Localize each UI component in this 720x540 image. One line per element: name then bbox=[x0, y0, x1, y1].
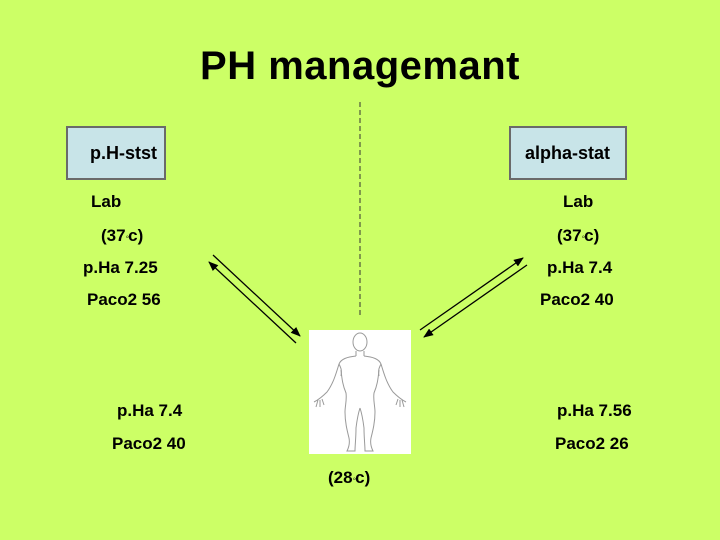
patient-right-paco2: Paco2 26 bbox=[555, 434, 629, 454]
right-temp-value: (37 bbox=[557, 226, 582, 245]
right-paco2: Paco2 40 bbox=[540, 290, 614, 310]
left-arrow-down bbox=[213, 255, 300, 336]
right-arrow-up bbox=[420, 258, 523, 330]
patient-temp-unit: c) bbox=[355, 468, 370, 487]
left-paco2: Paco2 56 bbox=[87, 290, 161, 310]
patient-left-pha: p.Ha 7.4 bbox=[117, 401, 182, 421]
patient-temp: (28◦c) bbox=[328, 468, 370, 488]
left-temp: (37◦c) bbox=[101, 226, 143, 246]
right-lab-label: Lab bbox=[563, 192, 593, 212]
patient-temp-value: (28 bbox=[328, 468, 353, 487]
left-pha: p.Ha 7.25 bbox=[83, 258, 158, 278]
alpha-stat-box: alpha-stat bbox=[509, 126, 627, 180]
left-temp-unit: c) bbox=[128, 226, 143, 245]
left-lab-label: Lab bbox=[91, 192, 121, 212]
patient-figure bbox=[309, 330, 411, 454]
right-temp: (37◦c) bbox=[557, 226, 599, 246]
patient-right-pha: p.Ha 7.56 bbox=[557, 401, 632, 421]
right-pha: p.Ha 7.4 bbox=[547, 258, 612, 278]
ph-stat-label: p.H-stst bbox=[90, 143, 157, 164]
human-body-outline-icon bbox=[309, 330, 411, 454]
right-arrow-down bbox=[424, 265, 527, 337]
alpha-stat-label: alpha-stat bbox=[525, 143, 610, 164]
left-arrow-up bbox=[209, 262, 296, 343]
ph-stat-box: p.H-stst bbox=[66, 126, 166, 180]
patient-left-paco2: Paco2 40 bbox=[112, 434, 186, 454]
right-temp-unit: c) bbox=[584, 226, 599, 245]
left-temp-value: (37 bbox=[101, 226, 126, 245]
